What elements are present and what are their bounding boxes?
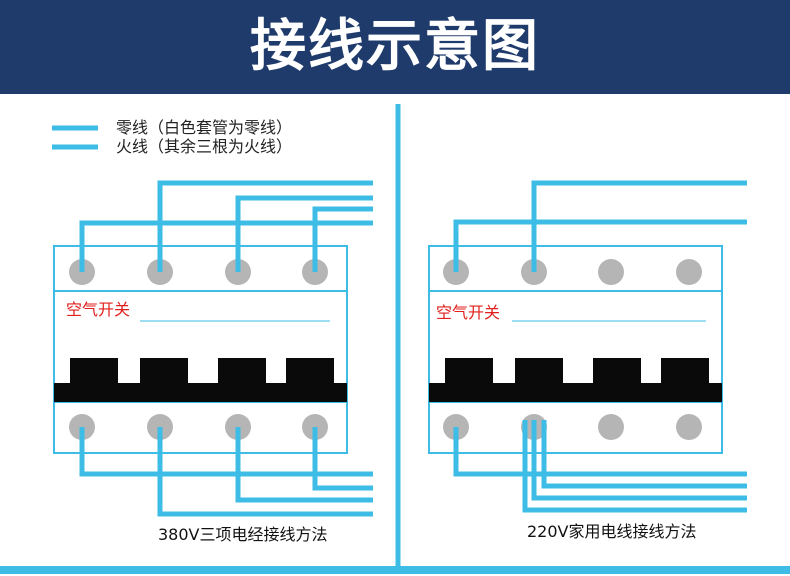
left-input-wires <box>79 180 373 272</box>
left-input-wire <box>312 206 373 272</box>
left-input-wire <box>79 220 373 272</box>
right-output-wire <box>522 420 747 513</box>
legend-swatches <box>52 125 98 150</box>
left-output-wire <box>235 427 373 503</box>
left-output-wires <box>79 427 373 517</box>
page-title: 接线示意图 <box>250 14 540 79</box>
left-breaker-label: 空气开关 <box>66 300 131 319</box>
right-breaker <box>428 245 723 454</box>
right-output-wire <box>541 420 747 489</box>
right-bottom-terminal <box>598 414 624 440</box>
left-breaker <box>53 245 348 454</box>
right-output-wires <box>453 420 747 513</box>
right-breaker-label: 空气开关 <box>436 303 501 322</box>
legend-neutral-label: 零线（白色套管为零线） <box>116 118 293 137</box>
right-top-terminal <box>676 259 702 285</box>
right-caption: 220V家用电线接线方法 <box>527 522 697 541</box>
legend-live-label: 火线（其余三根为火线） <box>116 137 293 156</box>
right-breaker-frame <box>428 245 723 454</box>
title-banner: 接线示意图 <box>0 0 790 94</box>
left-switch-body <box>54 358 347 402</box>
right-output-wire <box>531 420 747 501</box>
left-input-wire <box>235 195 373 272</box>
right-input-wires <box>453 180 747 272</box>
left-breaker-frame <box>53 245 348 454</box>
right-bottom-terminal <box>676 414 702 440</box>
right-switch-body <box>429 358 722 402</box>
left-input-wire <box>157 180 373 272</box>
left-output-wire <box>79 427 373 477</box>
right-top-terminal <box>598 259 624 285</box>
left-output-wire <box>312 427 373 491</box>
left-caption: 380V三项电经接线方法 <box>158 525 328 544</box>
right-input-wire <box>453 219 747 272</box>
left-output-wire <box>157 427 373 517</box>
right-output-wire <box>453 427 747 477</box>
right-input-wire <box>531 180 747 272</box>
